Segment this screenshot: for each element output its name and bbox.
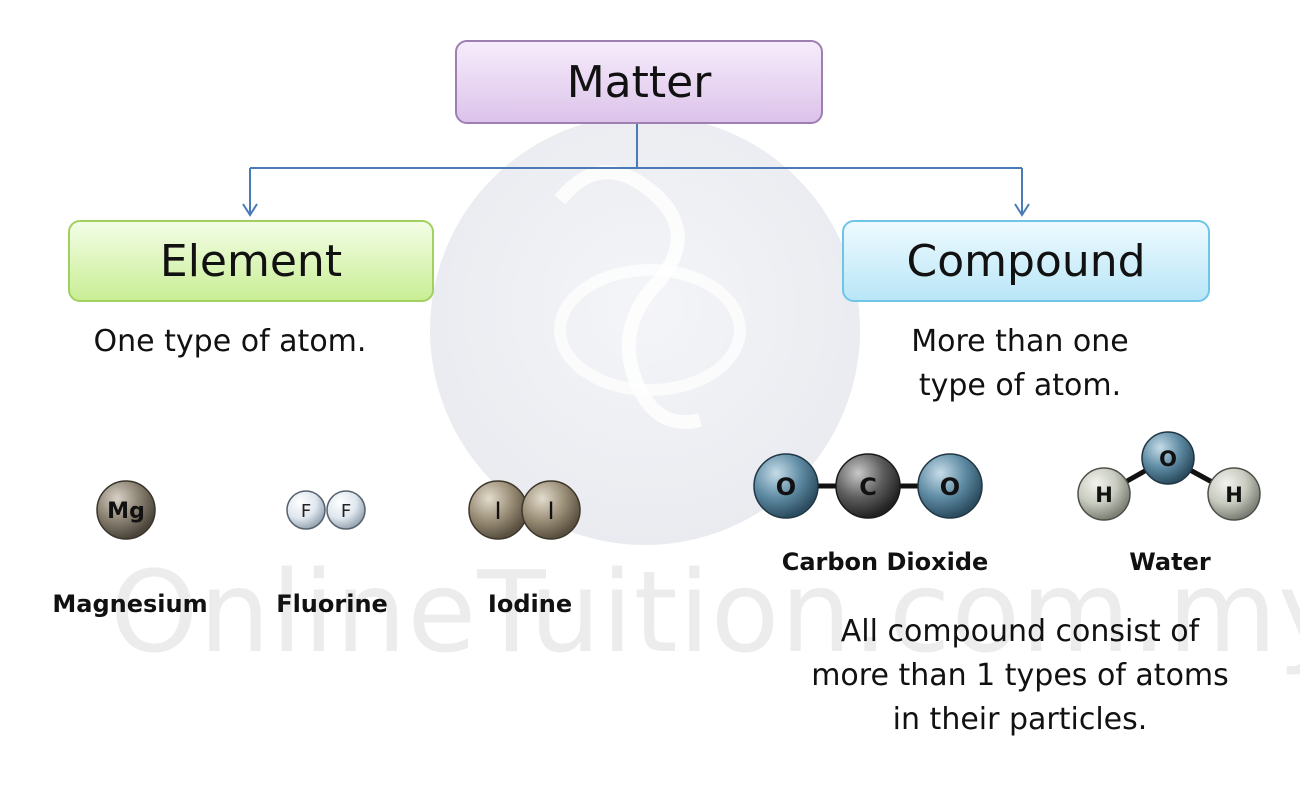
- carbon-atom-label: C: [859, 473, 877, 501]
- iodine-label: Iodine: [487, 590, 573, 618]
- hydrogen-atom-1: [1077, 467, 1131, 521]
- hydrogen-atom-2-label: H: [1225, 483, 1243, 507]
- magnesium-label: Magnesium: [52, 590, 208, 618]
- iodine-molecule: I I: [468, 480, 581, 540]
- compound-description-line2: type of atom.: [918, 368, 1122, 403]
- oxygen-atom-1-label: O: [776, 473, 796, 501]
- compound-summary-line1: All compound consist of: [840, 614, 1200, 649]
- water-label: Water: [1129, 548, 1211, 576]
- oxygen-atom-2-label: O: [940, 473, 960, 501]
- fluorine-atom-1-label: F: [301, 501, 311, 522]
- compound-description: More than one type of atom.: [860, 320, 1180, 408]
- oxygen-atom-1: [753, 453, 819, 519]
- compound-description-line1: More than one: [911, 324, 1129, 359]
- compound-summary-line3: in their particles.: [892, 702, 1148, 737]
- arrow-compound-icon: [1014, 203, 1030, 217]
- fluorine-molecule: F F: [286, 490, 366, 530]
- magnesium-atom: [96, 480, 156, 540]
- fluorine-atom-2-label: F: [341, 501, 351, 522]
- carbon-atom: [835, 453, 901, 519]
- oxygen-atom-2: [917, 453, 983, 519]
- magnesium-molecule: Mg: [96, 480, 156, 540]
- water-molecule: H O H: [1077, 431, 1261, 521]
- matter-box: Matter: [455, 40, 823, 124]
- oxygen-atom-label: O: [1159, 447, 1177, 471]
- hydrogen-atom-2: [1207, 467, 1261, 521]
- carbon-dioxide-molecule: O C O: [753, 453, 983, 519]
- iodine-atom-2-label: I: [547, 497, 554, 525]
- oxygen-atom: [1141, 431, 1195, 485]
- fluorine-atom-2: [326, 490, 366, 530]
- element-box: Element: [68, 220, 434, 302]
- compound-summary-line2: more than 1 types of atoms: [811, 658, 1229, 693]
- iodine-atom-2: [521, 480, 581, 540]
- hydrogen-atom-1-label: H: [1095, 483, 1113, 507]
- compound-summary: All compound consist of more than 1 type…: [790, 610, 1250, 742]
- element-description: One type of atom.: [93, 324, 367, 359]
- magnesium-atom-label: Mg: [107, 499, 145, 524]
- arrow-element-icon: [242, 203, 258, 217]
- carbon-dioxide-label: Carbon Dioxide: [781, 548, 989, 576]
- fluorine-atom-1: [286, 490, 326, 530]
- compound-box: Compound: [842, 220, 1210, 302]
- fluorine-label: Fluorine: [276, 590, 388, 618]
- watermark-text: OnlineTuition.com.my: [110, 548, 1300, 678]
- iodine-atom-1-label: I: [494, 497, 501, 525]
